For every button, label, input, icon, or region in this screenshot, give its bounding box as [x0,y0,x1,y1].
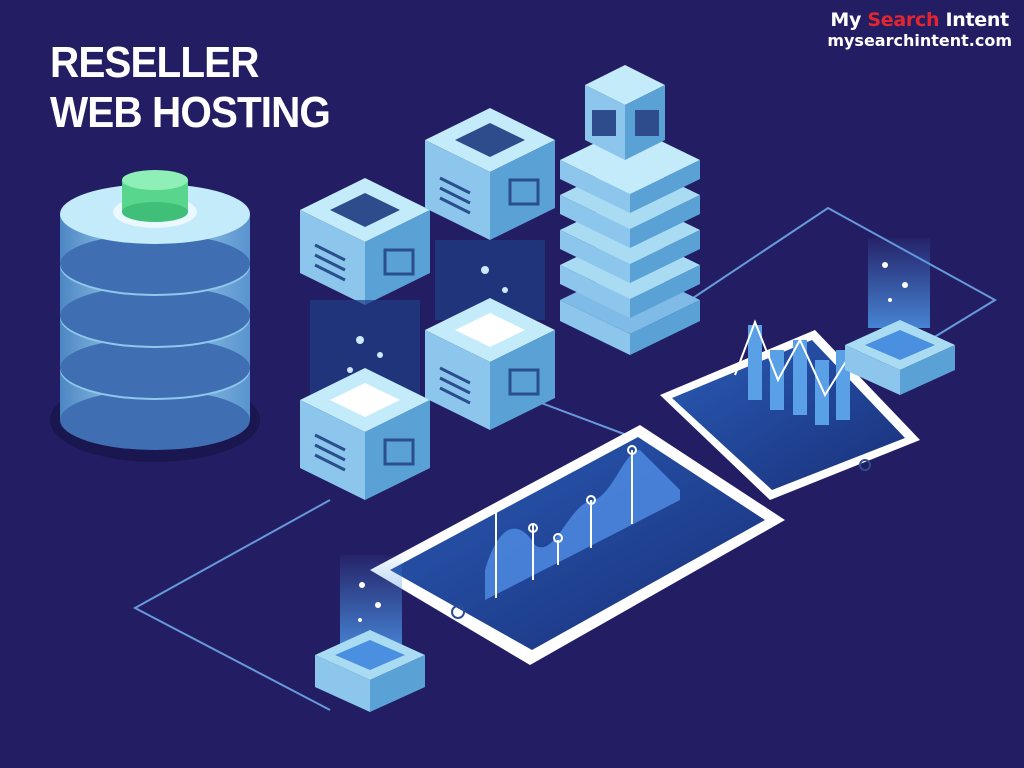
brand-name-part1: My [830,9,868,31]
title-line-2: WEB HOSTING [50,88,331,137]
server-cube-icon [560,65,700,355]
tablet-chart-icon [370,425,785,665]
database-cylinder-icon [50,170,260,462]
hologram-device-icon [315,555,425,712]
server-cube-icon [425,108,555,430]
brand-name-accent: Search [867,9,940,31]
brand-name-part2: Intent [939,9,1010,31]
server-cube-icon [300,178,430,500]
page-title: RESELLER WEB HOSTING [50,38,331,138]
brand-name: My Search Intent [827,9,1012,31]
brand-url: mysearchintent.com [827,31,1012,50]
title-line-1: RESELLER [50,38,259,87]
hologram-device-icon [845,238,955,395]
brand-logo: My Search Intent mysearchintent.com [827,9,1012,51]
